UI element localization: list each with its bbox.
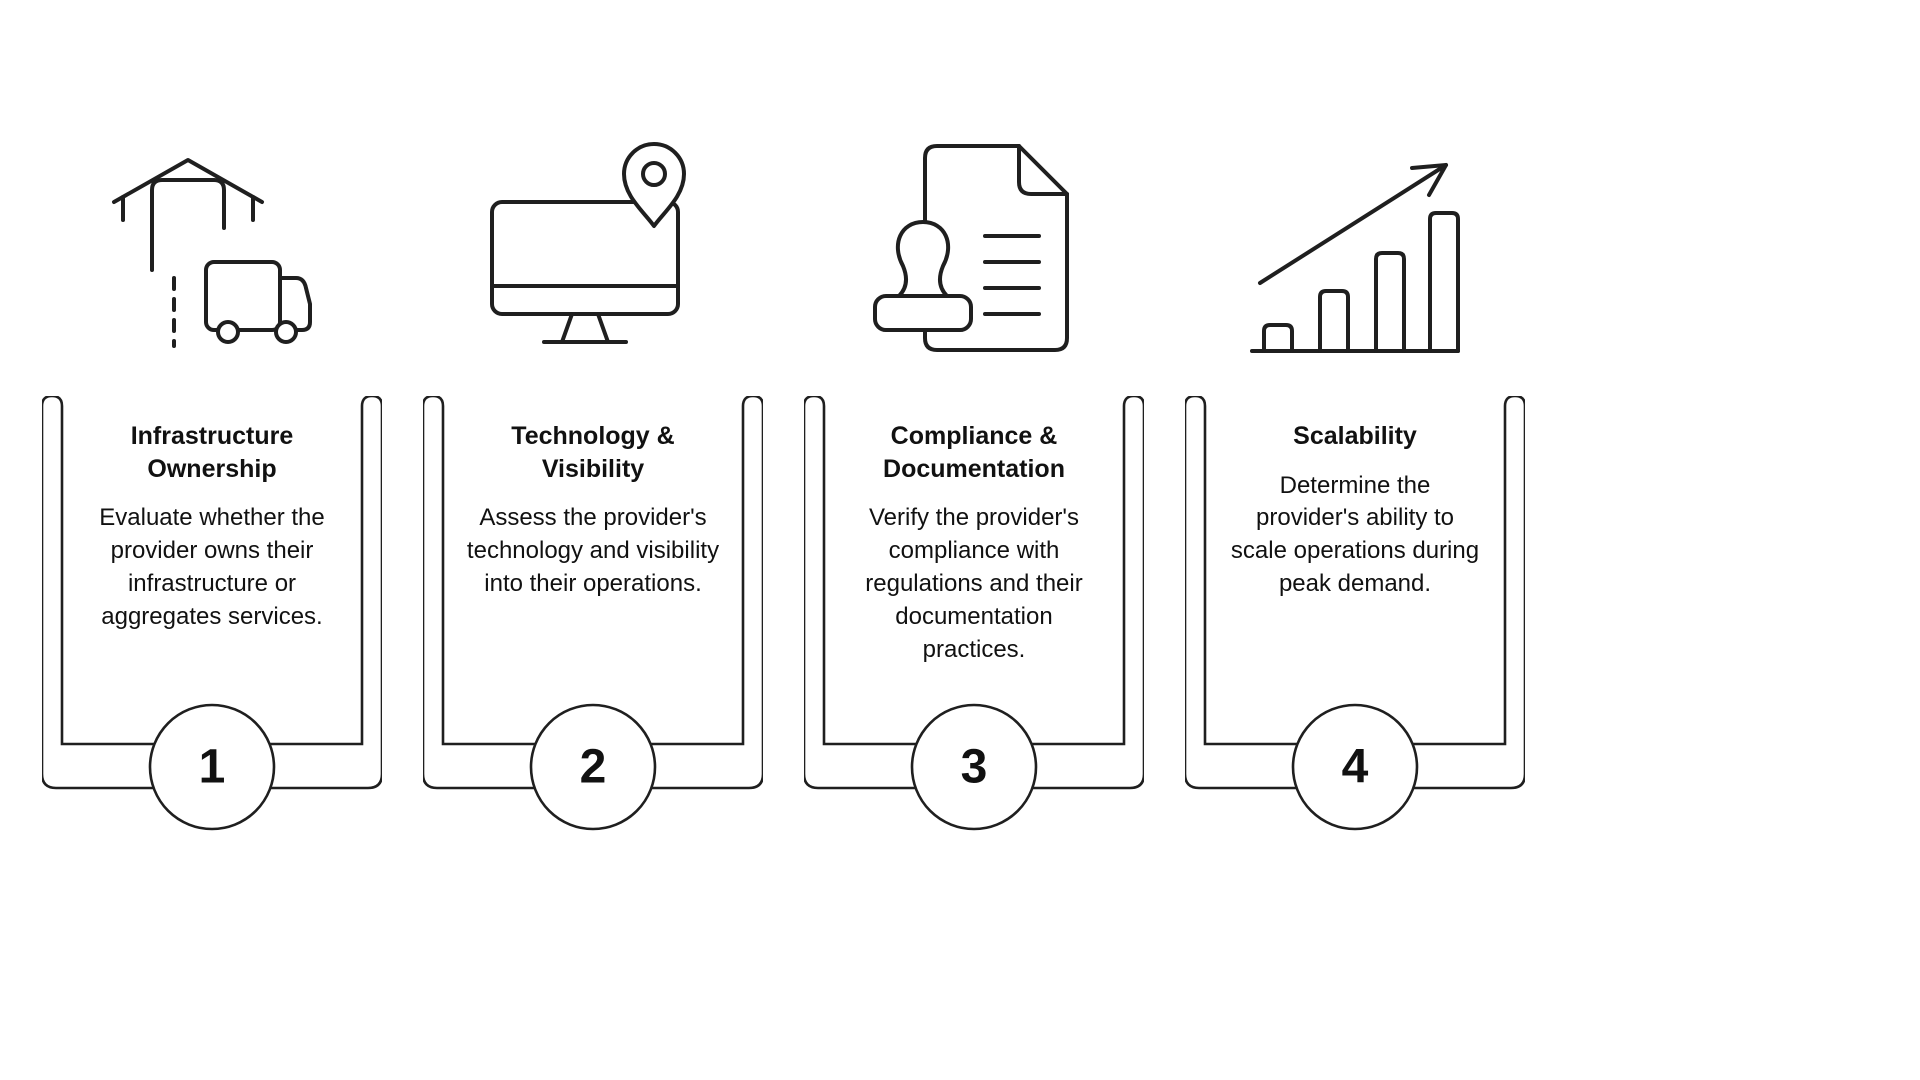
step-number: 3 bbox=[961, 741, 988, 794]
growth-chart-icon bbox=[1250, 138, 1460, 360]
step-number-circle bbox=[148, 703, 276, 831]
step-description: Verify the provider's compliance with re… bbox=[865, 504, 1083, 663]
bracket-shape bbox=[42, 396, 382, 790]
step-title: Technology & Visibility bbox=[511, 422, 675, 483]
step-text: Technology & Visibility Assess the provi… bbox=[463, 420, 723, 601]
document-shape bbox=[922, 144, 1069, 352]
stamp-document-icon-svg bbox=[872, 144, 1069, 352]
step-number-circle bbox=[529, 703, 657, 831]
bracket-shape bbox=[1185, 396, 1525, 790]
step-3: 3 Compliance & Documentation Verify the … bbox=[804, 138, 1144, 836]
growth-chart-icon-svg bbox=[1250, 163, 1460, 353]
monitor-location-icon-svg bbox=[489, 142, 686, 344]
monitor-shape bbox=[489, 200, 680, 344]
step-text: Scalability Determine the provider's abi… bbox=[1225, 420, 1485, 601]
stamp-shape bbox=[872, 220, 973, 332]
step-card: 4 Scalability Determine the provider's a… bbox=[1185, 396, 1525, 836]
bracket-frame: 2 bbox=[423, 396, 763, 831]
steps-row: 1 Infrastructure Ownership Evaluate whet… bbox=[42, 138, 1525, 836]
stamp-document-icon bbox=[867, 138, 1082, 360]
bracket-shape bbox=[804, 396, 1144, 790]
step-card: 2 Technology & Visibility Assess the pro… bbox=[423, 396, 763, 836]
step-number: 4 bbox=[1342, 741, 1369, 794]
bracket-shape bbox=[423, 396, 763, 790]
truck-shape bbox=[203, 260, 312, 344]
bracket-frame: 4 bbox=[1185, 396, 1525, 831]
step-number: 2 bbox=[580, 741, 607, 794]
step-title: Infrastructure Ownership bbox=[130, 422, 294, 483]
step-text: Infrastructure Ownership Evaluate whethe… bbox=[82, 420, 342, 634]
step-description: Evaluate whether the provider owns their… bbox=[99, 504, 325, 630]
step-4: 4 Scalability Determine the provider's a… bbox=[1185, 138, 1525, 836]
step-2: 2 Technology & Visibility Assess the pro… bbox=[423, 138, 763, 836]
bracket-frame: 3 bbox=[804, 396, 1144, 831]
warehouse-truck-icon-svg bbox=[111, 158, 312, 348]
step-description: Assess the provider's technology and vis… bbox=[466, 504, 720, 597]
step-title: Scalability bbox=[1293, 422, 1417, 450]
warehouse-shape bbox=[111, 158, 264, 348]
step-card: 1 Infrastructure Ownership Evaluate whet… bbox=[42, 396, 382, 836]
step-1: 1 Infrastructure Ownership Evaluate whet… bbox=[42, 138, 382, 836]
step-title: Compliance & Documentation bbox=[883, 422, 1065, 483]
monitor-location-icon bbox=[486, 138, 701, 360]
step-text: Compliance & Documentation Verify the pr… bbox=[844, 420, 1104, 666]
bracket-frame: 1 bbox=[42, 396, 382, 831]
step-description: Determine the provider's ability to scal… bbox=[1230, 471, 1480, 598]
step-number-circle bbox=[1291, 703, 1419, 831]
step-card: 3 Compliance & Documentation Verify the … bbox=[804, 396, 1144, 836]
step-number-circle bbox=[910, 703, 1038, 831]
location-pin-shape bbox=[621, 142, 686, 228]
bar-chart-shape bbox=[1250, 211, 1460, 353]
step-number: 1 bbox=[199, 741, 226, 794]
warehouse-truck-icon bbox=[110, 138, 315, 360]
growth-arrow-shape bbox=[1258, 163, 1448, 285]
